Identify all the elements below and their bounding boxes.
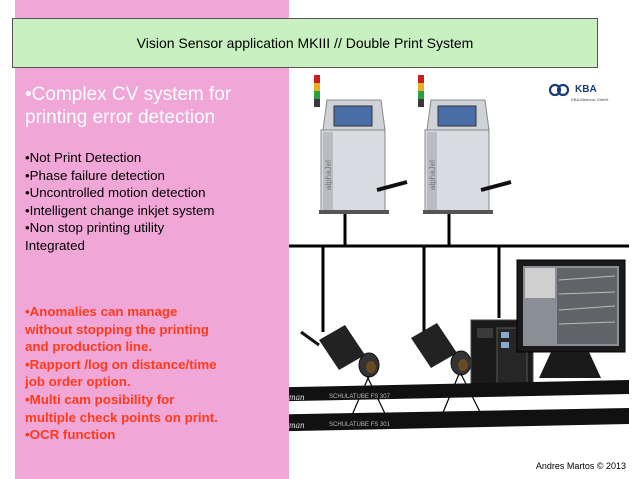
cable-label-1: A. Schulman	[289, 392, 305, 402]
logo-name: KBA	[575, 84, 597, 95]
headline-line-1: •Complex CV system for	[25, 84, 232, 105]
svg-text:SCHULATUBE FS 307: SCHULATUBE FS 307	[329, 394, 391, 400]
svg-text:alphaJet: alphaJet	[324, 159, 333, 190]
feature-item: Integrated	[25, 237, 85, 253]
feature-item: •Uncontrolled motion detection	[25, 185, 206, 201]
vision-camera-1	[300, 325, 380, 378]
feature-list: •Not Print Detection •Phase failure dete…	[25, 149, 287, 255]
highlight-item: •Anomalies can manage	[25, 304, 178, 319]
svg-text:alphaJet: alphaJet	[428, 159, 437, 190]
printed-cable-top: A. Schulman SCHULATUBE FS 307	[289, 380, 629, 402]
highlight-item: •OCR function	[25, 427, 116, 443]
highlight-item: job order option.	[25, 374, 131, 390]
feature-item: •Not Print Detection	[25, 150, 142, 165]
logo-subtitle: KBA-Metronic GmbH	[571, 97, 608, 102]
highlight-item: and production line.	[25, 339, 153, 355]
left-panel	[15, 0, 289, 479]
highlight-item: multiple check points on print.	[25, 409, 218, 425]
feature-item: •Intelligent change inkjet system	[25, 202, 215, 218]
footer-credit: Andres Martos © 2013	[535, 461, 626, 471]
headline: •Complex CV system for printing error de…	[25, 83, 287, 129]
highlight-list: •Anomalies can manage without stopping t…	[25, 303, 287, 444]
svg-text:SCHULATUBE FS 301: SCHULATUBE FS 301	[329, 422, 391, 428]
printed-cable-bottom: A. Schulman SCHULATUBE FS 301	[289, 408, 629, 432]
system-diagram: alphaJet alphaJet	[289, 75, 629, 432]
network-lines	[289, 208, 629, 332]
cable-label-2: A. Schulman	[289, 420, 305, 430]
highlight-item: •Rapport /log on distance/time	[25, 356, 217, 372]
highlight-item: •Multi cam posibility for	[25, 391, 175, 407]
headline-line-2: printing error detection	[25, 107, 216, 128]
feature-item: •Phase failure detection	[25, 167, 165, 183]
slide-title: Vision Sensor application MKIII // Doubl…	[136, 35, 474, 51]
inkjet-printer-2: alphaJet	[418, 75, 512, 214]
monitor	[516, 259, 626, 378]
feature-item: •Non stop printing utility	[25, 220, 165, 236]
vision-camera-2	[411, 323, 472, 376]
slide-title-box: Vision Sensor application MKIII // Doubl…	[12, 18, 598, 68]
inkjet-printer-1: alphaJet	[314, 75, 408, 214]
kba-logo: KBA KBA-Metronic GmbH	[548, 83, 608, 102]
highlight-item: without stopping the printing	[25, 321, 209, 337]
